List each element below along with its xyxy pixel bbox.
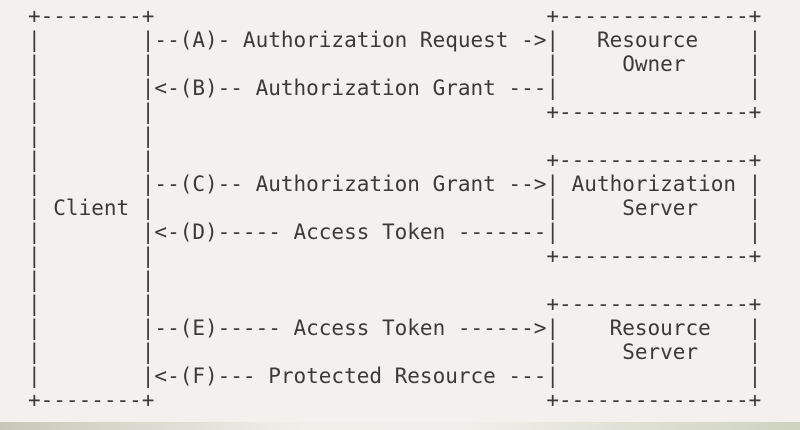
- ascii-line-13: | |--(E)----- Access Token ------>| Reso…: [28, 316, 762, 340]
- ascii-line-11: | |: [28, 268, 155, 292]
- ascii-line-14: | | | Server |: [28, 340, 762, 364]
- ascii-line-3: | |<-(B)-- Authorization Grant ---| |: [28, 76, 762, 100]
- ascii-line-15: | |<-(F)--- Protected Resource ---| |: [28, 364, 762, 388]
- ascii-line-1: | |--(A)- Authorization Request ->| Reso…: [28, 28, 762, 52]
- ascii-line-7: | |--(C)-- Authorization Grant -->| Auth…: [28, 172, 762, 196]
- ascii-line-2: | | | Owner |: [28, 52, 762, 76]
- ascii-line-4: | | +---------------+: [28, 100, 762, 124]
- ascii-line-5: | |: [28, 124, 155, 148]
- ascii-line-6: | | +---------------+: [28, 148, 762, 172]
- ascii-line-16: +--------+ +---------------+: [28, 388, 762, 412]
- ascii-line-9: | |<-(D)----- Access Token -------| |: [28, 220, 762, 244]
- ascii-line-12: | | +---------------+: [28, 292, 762, 316]
- window-bottom-edge: [0, 422, 800, 430]
- ascii-line-8: | Client | | Server |: [28, 196, 762, 220]
- ascii-line-10: | | +---------------+: [28, 244, 762, 268]
- oauth-flow-ascii-diagram: +--------+ +---------------+ | |--(A)- A…: [28, 4, 762, 412]
- ascii-line-0: +--------+ +---------------+: [28, 4, 762, 28]
